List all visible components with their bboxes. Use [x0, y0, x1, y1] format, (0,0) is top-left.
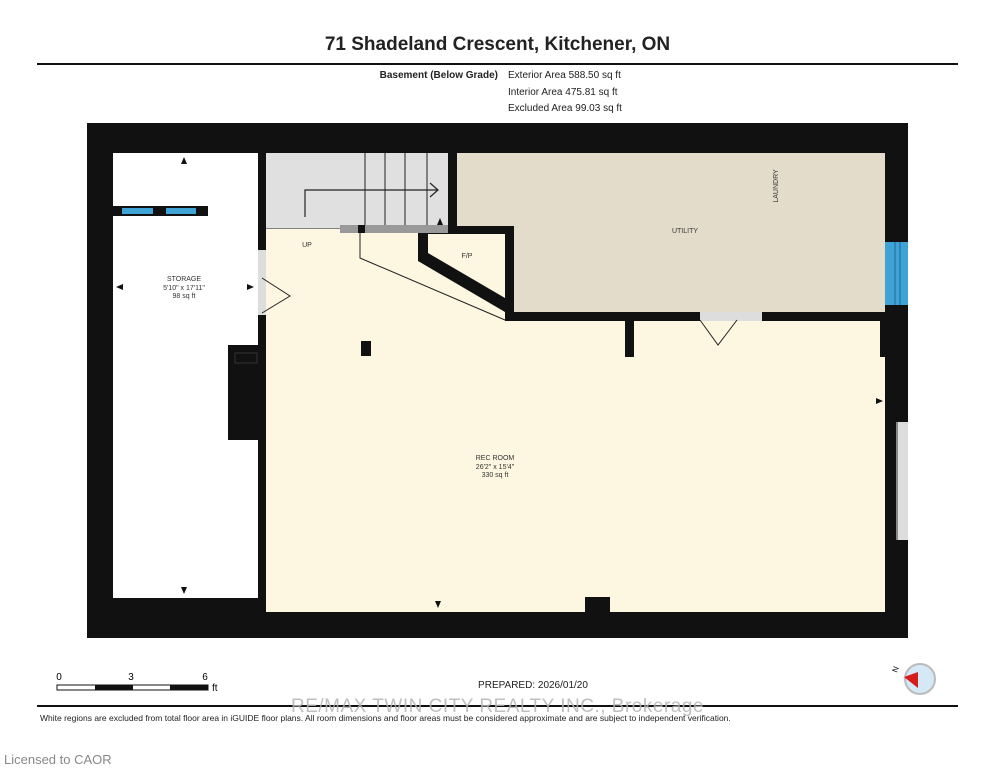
- window: [166, 208, 196, 214]
- utility-label: UTILITY: [672, 228, 698, 235]
- wall: [880, 320, 888, 357]
- prepared-date: PREPARED: 2026/01/20: [478, 680, 588, 691]
- scale-tick: 6: [202, 672, 208, 683]
- page-title: 71 Shadeland Crescent, Kitchener, ON: [324, 34, 671, 55]
- utility-room: [457, 153, 885, 312]
- stair-outline: [359, 233, 506, 321]
- floor-level-label: Basement (Below Grade): [379, 70, 498, 81]
- column: [625, 320, 634, 357]
- watermark: RE/MAX TWIN CITY REALTY INC., Brokerage: [291, 696, 704, 717]
- laundry-label: LAUNDRY: [773, 169, 780, 203]
- storage-dimensions: 5'10" x 17'11": [163, 285, 205, 292]
- stair-direction-arrow-icon: [304, 182, 439, 217]
- vent: [234, 352, 258, 364]
- compass-north-label: N: [890, 665, 901, 674]
- wall-bump: [228, 345, 266, 440]
- wall: [448, 153, 457, 229]
- column: [361, 341, 371, 356]
- door-swing-icon: [699, 319, 738, 346]
- door-swing-icon: [261, 277, 291, 314]
- exterior-area: Exterior Area 588.50 sq ft: [508, 70, 621, 81]
- wall-bump: [585, 597, 610, 612]
- storage-door[interactable]: [258, 250, 266, 315]
- storage-label: STORAGE: [167, 276, 201, 283]
- dimension-arrows: [116, 157, 883, 608]
- exterior-door[interactable]: [896, 422, 908, 540]
- scale-bar: 0 3 6 ft: [56, 672, 218, 694]
- disclaimer: White regions are excluded from total fl…: [40, 713, 731, 723]
- scale-tick: 0: [56, 672, 62, 683]
- window: [885, 242, 908, 305]
- wall: [505, 228, 514, 320]
- storage-window-frame: [113, 206, 208, 216]
- wall: [505, 312, 885, 321]
- excluded-area: Excluded Area 99.03 sq ft: [508, 103, 622, 114]
- stairs-up-label: UP: [302, 242, 312, 249]
- license-note: Licensed to CAOR: [4, 752, 112, 767]
- window: [122, 208, 153, 214]
- scale-unit: ft: [212, 683, 218, 694]
- fireplace-label: F/P: [462, 253, 473, 260]
- storage-area: 98 sq ft: [173, 293, 196, 300]
- compass-icon: N: [890, 663, 936, 695]
- staircase: [266, 153, 448, 229]
- scale-tick: 3: [128, 672, 134, 683]
- post: [358, 225, 365, 233]
- landing-rail: [340, 225, 448, 233]
- rec-room-area: 330 sq ft: [482, 472, 509, 479]
- rec-room-label: REC ROOM: [476, 455, 515, 462]
- interior-area: Interior Area 475.81 sq ft: [508, 87, 618, 98]
- rec-room-dimensions: 26'2" x 15'4": [476, 464, 515, 471]
- footer-divider: [37, 705, 958, 707]
- fireplace-wall: [418, 233, 505, 312]
- header-divider: [37, 63, 958, 65]
- rec-room: [266, 229, 885, 612]
- utility-door[interactable]: [700, 312, 762, 321]
- wall: [418, 226, 514, 234]
